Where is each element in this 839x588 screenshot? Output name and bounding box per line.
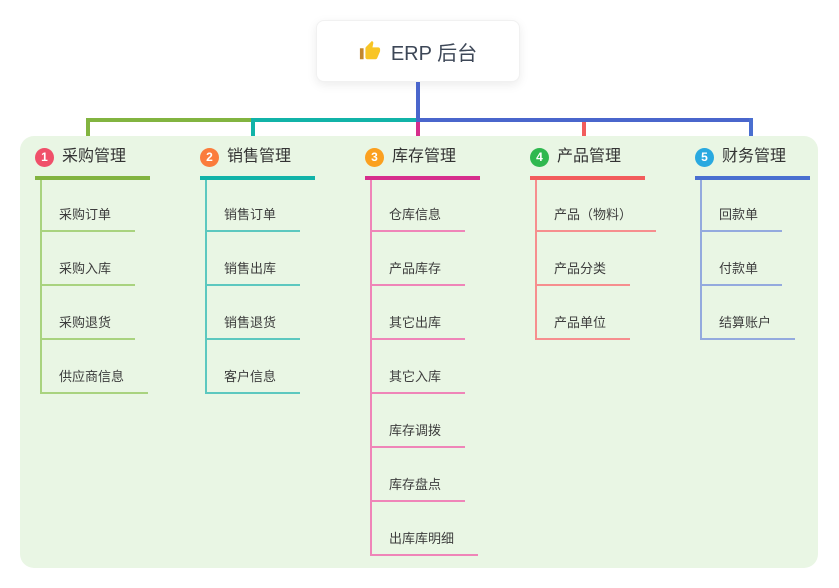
child-item[interactable]: 供应商信息 (42, 340, 149, 394)
branch-inventory-header[interactable]: 3 库存管理 (365, 146, 480, 180)
branch-children: 销售订单销售出库销售退货客户信息 (205, 180, 315, 394)
branch-finance-header[interactable]: 5 财务管理 (695, 146, 810, 180)
branch-number-badge: 4 (530, 147, 549, 167)
branch-number-badge: 3 (365, 147, 384, 167)
branch-number-badge: 5 (695, 147, 714, 167)
branch-title: 库存管理 (392, 148, 457, 165)
branch-inventory: 3 库存管理仓库信息产品库存其它出库其它入库库存调拨库存盘点出库库明细 (365, 146, 480, 556)
branch-title: 产品管理 (557, 148, 622, 165)
connector-rail-sales (251, 118, 420, 122)
child-item[interactable]: 其它入库 (372, 340, 466, 394)
child-item[interactable]: 采购入库 (42, 232, 136, 286)
connector-drop-sales (251, 118, 255, 144)
branch-title: 采购管理 (62, 148, 127, 165)
child-item[interactable]: 采购订单 (42, 180, 136, 232)
connector-drop-purchase (86, 118, 90, 144)
branch-sales: 2 销售管理销售订单销售出库销售退货客户信息 (200, 146, 315, 394)
branch-number-badge: 1 (35, 147, 54, 167)
branch-product-header[interactable]: 4 产品管理 (530, 146, 645, 180)
connector-drop-finance (749, 118, 753, 144)
branch-title: 销售管理 (227, 148, 292, 165)
branch-children: 产品（物料）产品分类产品单位 (535, 180, 657, 340)
child-item[interactable]: 销售订单 (207, 180, 301, 232)
branch-children: 采购订单采购入库采购退货供应商信息 (40, 180, 150, 394)
branch-children: 仓库信息产品库存其它出库其它入库库存调拨库存盘点出库库明细 (370, 180, 480, 556)
modules-panel: 1 采购管理采购订单采购入库采购退货供应商信息 2 销售管理销售订单销售出库销售退货客… (20, 136, 818, 568)
connector-rail-finance (416, 118, 753, 122)
branch-purchase: 1 采购管理采购订单采购入库采购退货供应商信息 (35, 146, 150, 394)
child-item[interactable]: 产品库存 (372, 232, 466, 286)
connector-drop-product (582, 122, 586, 144)
connector-drop-inventory (416, 122, 420, 144)
child-item[interactable]: 仓库信息 (372, 180, 466, 232)
thumbs-up-icon (359, 40, 381, 62)
child-item[interactable]: 结算账户 (702, 286, 796, 340)
child-item[interactable]: 库存调拨 (372, 394, 466, 448)
branch-finance: 5 财务管理回款单付款单结算账户 (695, 146, 810, 340)
child-item[interactable]: 采购退货 (42, 286, 136, 340)
root-node[interactable]: ERP 后台 (316, 20, 520, 82)
child-item[interactable]: 客户信息 (207, 340, 301, 394)
child-item[interactable]: 付款单 (702, 232, 783, 286)
child-item[interactable]: 销售出库 (207, 232, 301, 286)
branch-sales-header[interactable]: 2 销售管理 (200, 146, 315, 180)
child-item[interactable]: 回款单 (702, 180, 783, 232)
connector-trunk (416, 82, 420, 122)
branch-number-badge: 2 (200, 147, 219, 167)
connector-rail-purchase (86, 118, 255, 122)
child-item[interactable]: 其它出库 (372, 286, 466, 340)
child-item[interactable]: 库存盘点 (372, 448, 466, 502)
branch-product: 4 产品管理产品（物料）产品分类产品单位 (530, 146, 657, 340)
branch-purchase-header[interactable]: 1 采购管理 (35, 146, 150, 180)
child-item[interactable]: 产品分类 (537, 232, 631, 286)
branch-title: 财务管理 (722, 148, 787, 165)
child-item[interactable]: 产品单位 (537, 286, 631, 340)
child-item[interactable]: 出库库明细 (372, 502, 479, 556)
branch-children: 回款单付款单结算账户 (700, 180, 810, 340)
root-title: ERP 后台 (390, 42, 478, 65)
child-item[interactable]: 销售退货 (207, 286, 301, 340)
child-item[interactable]: 产品（物料） (537, 180, 657, 232)
